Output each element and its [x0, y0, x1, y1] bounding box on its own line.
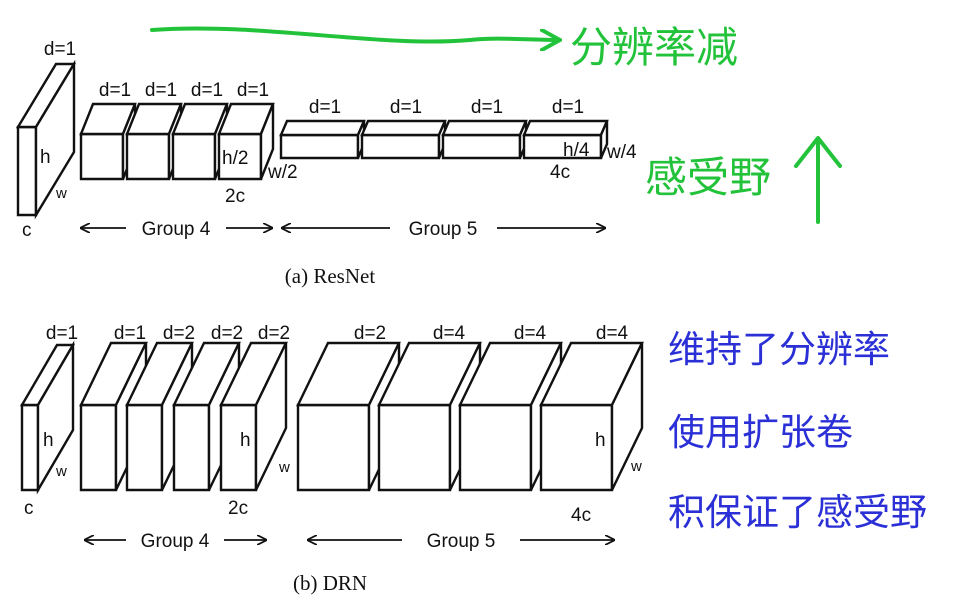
group4-label: Group 4: [142, 219, 211, 240]
height-half-label: h/2: [222, 148, 248, 169]
drn-block-g5-4: [539, 341, 644, 492]
resnet-block-stem: [15, 59, 77, 220]
green-arrow: [150, 26, 558, 41]
height-label: h: [43, 430, 54, 451]
dilation-label: d=1: [237, 80, 269, 101]
dilation-label: d=1: [191, 80, 223, 101]
drn-block-g5-1: [296, 341, 401, 492]
drn-blocks: [19, 340, 644, 495]
resnet-dilation-labels: d=1 d=1 d=1 d=1 d=1 d=1 d=1 d=1 d=1: [44, 39, 584, 118]
drn-dilation-labels: d=1 d=1 d=2 d=2 d=2 d=2 d=4 d=4 d=4: [46, 323, 629, 344]
drn-group-arrows: Group 4 Group 5: [85, 531, 614, 552]
channel-double-label: 2c: [228, 498, 248, 519]
height-label-group4: h: [240, 430, 251, 451]
channel-double-label: 2c: [225, 186, 245, 207]
drn-caption: (b) DRN: [293, 571, 367, 595]
channel-label: c: [24, 498, 34, 519]
width-quarter-label: w/4: [606, 142, 637, 163]
blue-annotation-line2: 使用扩张卷: [668, 411, 853, 454]
dilation-label: d=4: [596, 323, 629, 344]
group4-label: Group 4: [141, 531, 210, 552]
dilation-label: d=2: [163, 323, 195, 344]
width-half-label: w/2: [267, 162, 298, 183]
resnet-group-arrows: Group 4 Group 5: [81, 219, 605, 240]
dilation-label: d=1: [44, 39, 76, 60]
height-quarter-label: h/4: [563, 140, 590, 161]
channel-label: c: [22, 220, 32, 241]
up-arrow-icon: [794, 136, 842, 168]
group5-label: Group 5: [427, 531, 496, 552]
drn-diagram: d=1 d=1 d=2 d=2 d=2 d=2 d=4 d=4 d=4 h w …: [19, 323, 644, 595]
dilation-label: d=2: [258, 323, 290, 344]
resnet-block-g5-3: [441, 119, 528, 160]
green-annotation-resolution: 分辨率减: [570, 23, 738, 72]
dilation-label: d=4: [514, 323, 547, 344]
green-annotation-receptive-field: 感受野: [645, 153, 771, 202]
height-label: h: [40, 147, 51, 168]
resnet-dimension-labels: h w c h/2 w/2 2c h/4 w/4 4c: [22, 140, 637, 241]
dilation-label: d=4: [433, 323, 466, 344]
resnet-diagram: d=1 d=1 d=1 d=1 d=1 d=1 d=1 d=1 d=1 h w …: [15, 39, 637, 288]
dilation-label: d=1: [552, 97, 584, 118]
resnet-block-g4-4: [217, 102, 275, 181]
resnet-blocks: [15, 59, 609, 220]
dilation-label: d=1: [390, 97, 422, 118]
dilation-label: d=1: [114, 323, 146, 344]
dilation-label: d=2: [354, 323, 386, 344]
resnet-block-g5-4: [522, 119, 609, 160]
drn-block-g4-4: [219, 341, 288, 492]
drn-block-stem: [19, 340, 76, 495]
width-label-group5: w: [630, 458, 642, 475]
resnet-block-g5-2: [360, 119, 447, 160]
group5-label: Group 5: [409, 219, 478, 240]
resnet-block-g5-1: [279, 119, 366, 160]
dilation-label: d=2: [211, 323, 243, 344]
dilation-label: d=1: [46, 323, 78, 344]
blue-annotation-line1: 维持了分辨率: [668, 328, 890, 371]
dilation-label: d=1: [309, 97, 341, 118]
drn-dimension-labels: h w c h w 2c h w 4c: [24, 430, 642, 526]
blue-annotation-line3: 积保证了感受野: [668, 491, 927, 534]
width-label: w: [55, 463, 67, 480]
handwritten-annotations: 分辨率减 感受野 维持了分辨率 使用扩张卷 积保证了感受野: [150, 23, 927, 534]
channel-quad-label: 4c: [571, 505, 591, 526]
width-label-group4: w: [278, 459, 290, 476]
resnet-caption: (a) ResNet: [285, 264, 376, 288]
width-label: w: [55, 185, 67, 202]
dilation-label: d=1: [471, 97, 503, 118]
dilation-label: d=1: [145, 80, 177, 101]
height-label-group5: h: [595, 430, 606, 451]
channel-quad-label: 4c: [550, 162, 570, 183]
dilation-label: d=1: [99, 80, 131, 101]
